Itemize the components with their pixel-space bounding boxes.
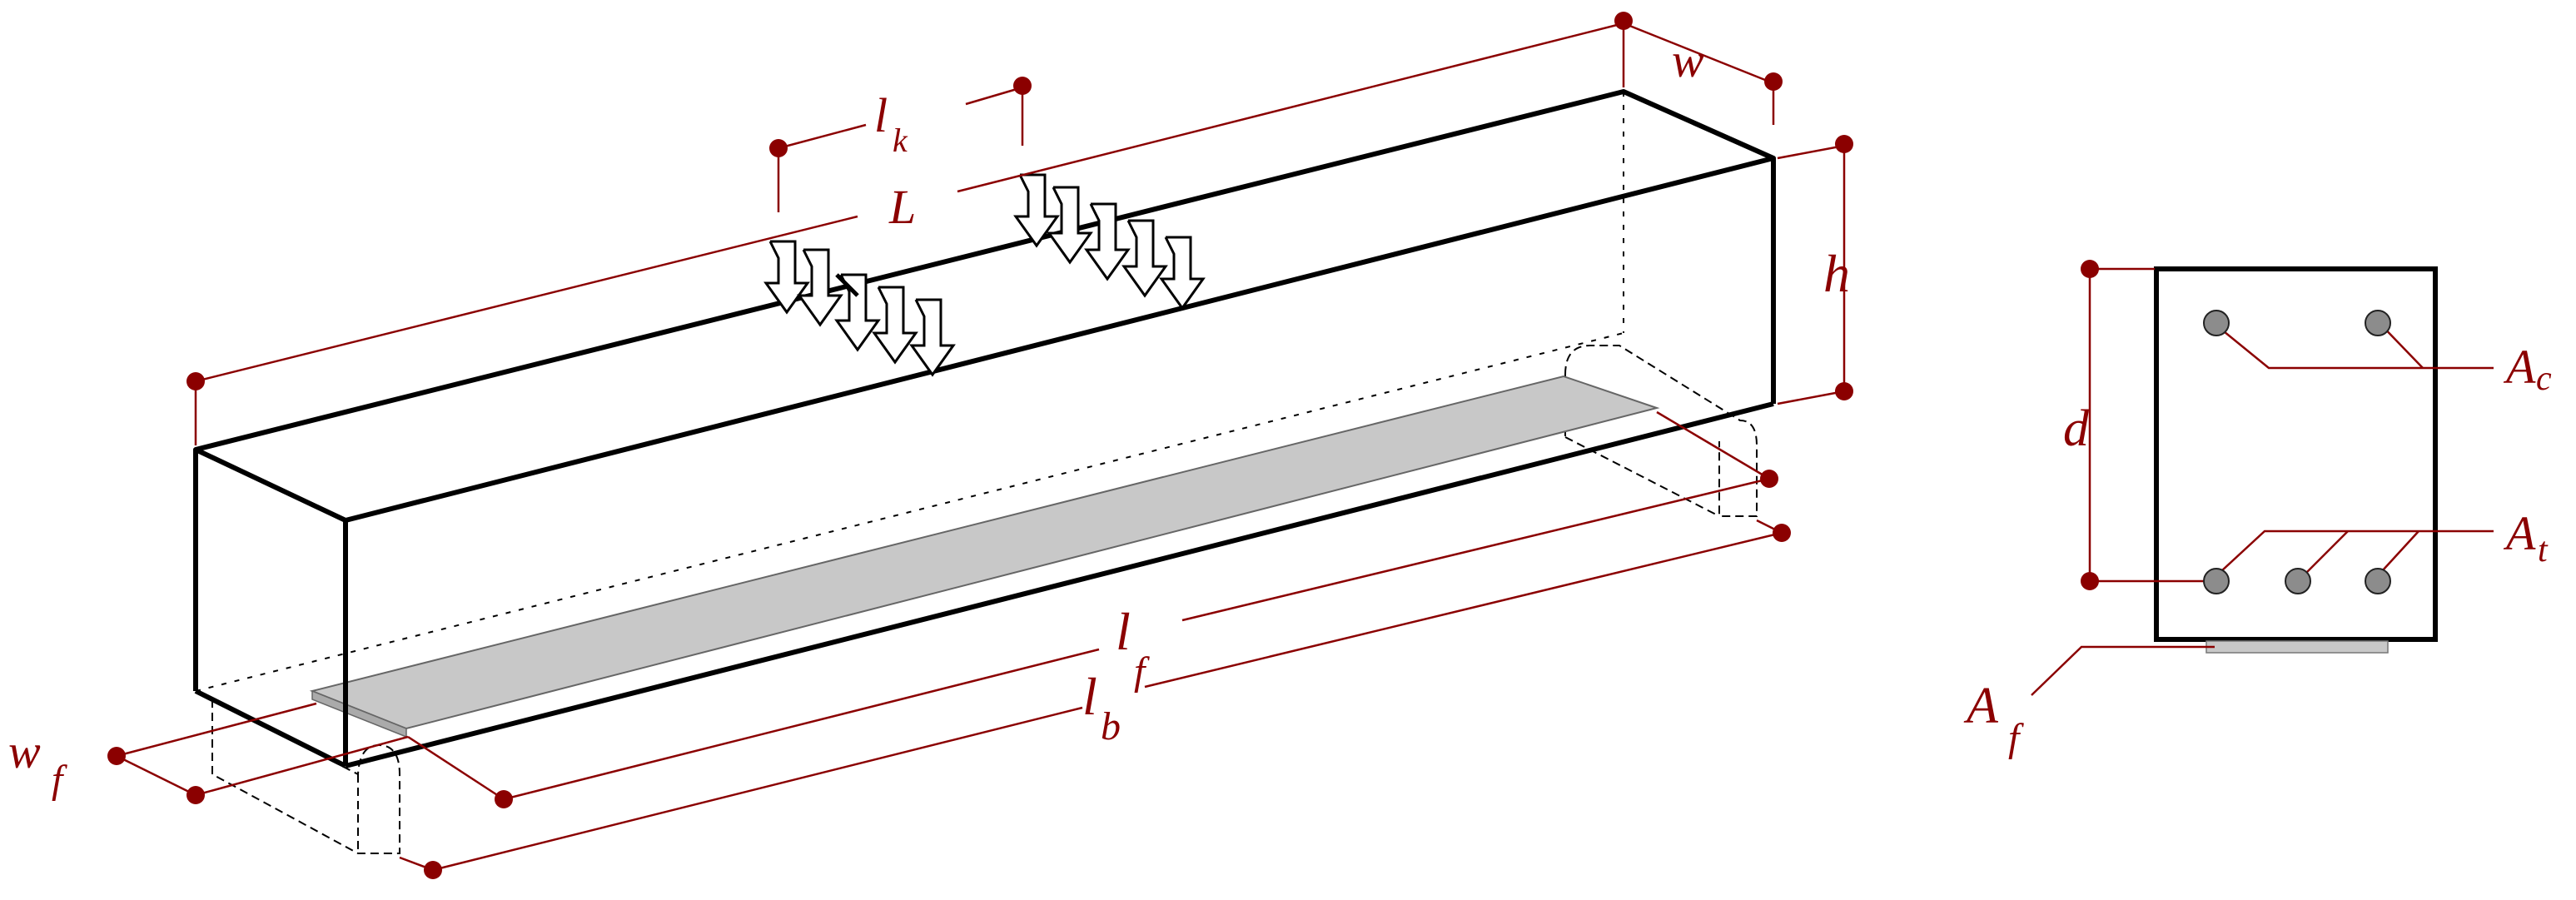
- marker-dot: [424, 861, 442, 879]
- label-lk: l: [874, 88, 888, 142]
- dim-L-line: [195, 215, 858, 383]
- rebar-tension: [2203, 568, 2230, 594]
- marker-dot: [107, 747, 126, 765]
- dim-lk-line: [778, 123, 867, 150]
- marker-dot: [1760, 470, 1778, 488]
- rebar-tension: [2365, 568, 2391, 594]
- section-frp-plate: [2206, 640, 2389, 654]
- dimension-lines: [116, 22, 1846, 872]
- rebar-compression: [2365, 310, 2391, 336]
- label-wf: w: [8, 724, 41, 778]
- dimension-markers: [107, 12, 1853, 879]
- leader-Ac: [2210, 320, 2494, 370]
- load-group-left: [763, 240, 956, 377]
- cross-section: d A c A t A f: [1963, 260, 2552, 760]
- marker-dot: [1013, 77, 1032, 95]
- label-lk-sub: k: [893, 122, 908, 159]
- label-At-sub: t: [2538, 531, 2549, 569]
- marker-dot: [2081, 572, 2099, 590]
- marker-dot: [186, 786, 205, 804]
- load-group-right: [1013, 173, 1206, 311]
- marker-dot: [1773, 524, 1791, 542]
- load-arrows: [763, 173, 1206, 377]
- rebar-compression: [2203, 310, 2230, 336]
- label-w: w: [1672, 33, 1704, 87]
- label-Af-sub: f: [2008, 716, 2024, 760]
- label-L: L: [888, 180, 916, 234]
- leader-Af: [2031, 645, 2215, 696]
- label-h: h: [1823, 244, 1850, 303]
- marker-dot: [495, 790, 513, 808]
- marker-dot: [1764, 72, 1783, 91]
- dim-lf-line: [503, 648, 1100, 801]
- dim-lb-line: [432, 706, 1083, 872]
- marker-dot: [1835, 382, 1853, 400]
- beam-hidden-edges: [195, 92, 1624, 692]
- label-At: A: [2503, 506, 2536, 560]
- label-wf-sub: f: [52, 758, 67, 802]
- marker-dot: [769, 139, 788, 157]
- rebar-tension: [2285, 568, 2311, 594]
- label-Af: A: [1963, 678, 1999, 734]
- label-Ac: A: [2503, 340, 2536, 394]
- dim-w-line: [1623, 22, 1774, 85]
- label-lf: l: [1116, 602, 1131, 661]
- label-Ac-sub: c: [2536, 360, 2552, 398]
- label-lb: l: [1082, 667, 1097, 726]
- marker-dot: [1835, 135, 1853, 153]
- dim-wf-line: [116, 754, 196, 797]
- label-lb-sub: b: [1101, 704, 1121, 748]
- frp-plate: [309, 375, 1660, 738]
- label-d: d: [2063, 400, 2090, 457]
- marker-dot: [186, 372, 205, 390]
- marker-dot: [1614, 12, 1633, 30]
- marker-dot: [2081, 260, 2099, 278]
- beam-outline: [193, 89, 1776, 768]
